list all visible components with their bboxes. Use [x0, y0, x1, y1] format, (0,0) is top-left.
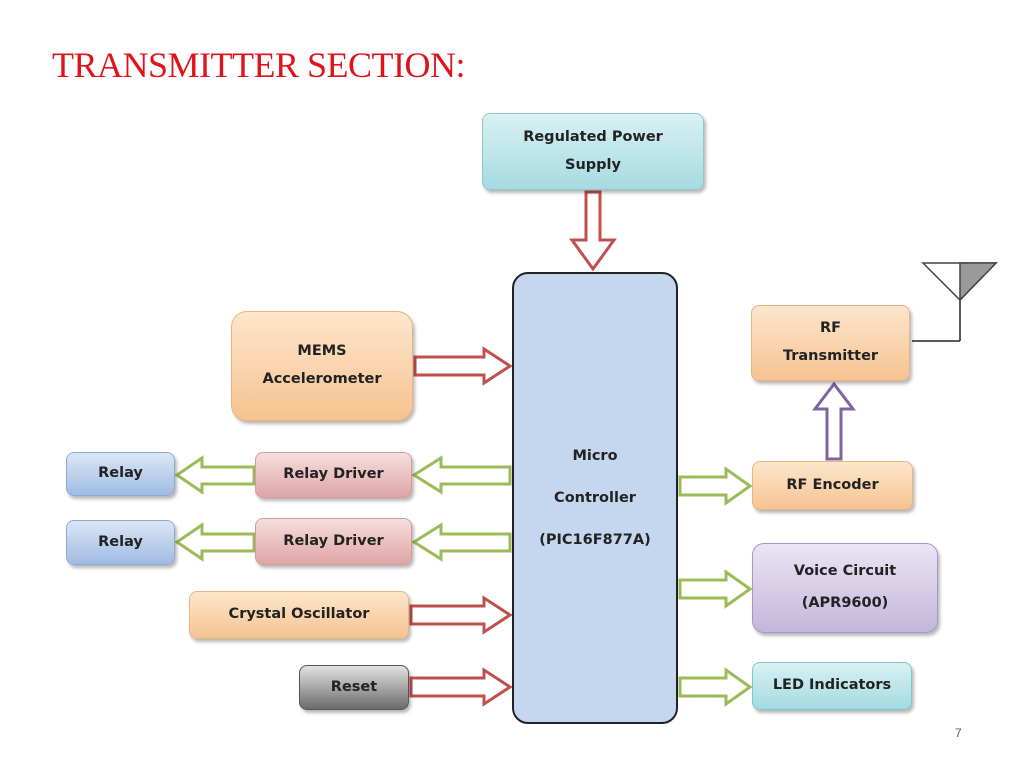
mems-label-line-1: MEMS — [297, 343, 347, 360]
arrow-mcu-to-voice-circuit — [678, 569, 753, 609]
relay-driver-block-1: Relay Driver — [255, 452, 412, 498]
relay-block-1: Relay — [66, 452, 175, 496]
arrow-mcu-to-relay-driver-1 — [411, 455, 512, 495]
reset-block: Reset — [299, 665, 409, 710]
voice-circuit-block: Voice Circuit (APR9600) — [752, 543, 938, 633]
crystal-oscillator-block: Crystal Oscillator — [189, 591, 409, 639]
mems-label-line-2: Accelerometer — [262, 371, 382, 387]
voice-circuit-label-line-1: Voice Circuit — [793, 563, 897, 580]
led-indicators-label: LED Indicators — [772, 677, 892, 694]
power-supply-label-line-2: Supply — [565, 156, 621, 173]
page-number: 7 — [955, 726, 962, 740]
rf-transmitter-block: RF Transmitter — [751, 305, 910, 381]
arrow-mcu-to-rf-encoder — [678, 466, 753, 506]
voice-circuit-label-line-2: (APR9600) — [801, 595, 889, 611]
arrow-relay-driver-2-to-relay-2 — [174, 522, 256, 562]
relay-driver-1-label: Relay Driver — [283, 466, 384, 483]
rf-encoder-block: RF Encoder — [752, 461, 913, 510]
rf-encoder-label: RF Encoder — [786, 476, 879, 493]
reset-label: Reset — [330, 678, 378, 695]
arrow-mems-to-mcu — [413, 346, 513, 386]
arrow-mcu-to-led-indicators — [678, 667, 753, 707]
microcontroller-label-line-2: Controller — [554, 489, 636, 506]
microcontroller-label-line-3: (PIC16F877A) — [539, 532, 651, 549]
slide-title: TRANSMITTER SECTION: — [52, 45, 466, 85]
arrow-reset-to-mcu — [409, 667, 513, 707]
relay-driver-2-label: Relay Driver — [283, 532, 384, 549]
arrow-crystal-to-mcu — [409, 595, 513, 635]
relay-1-label: Relay — [98, 465, 143, 482]
led-indicators-block: LED Indicators — [752, 662, 912, 710]
arrow-mcu-to-relay-driver-2 — [411, 522, 512, 562]
regulated-power-supply-block: Regulated Power Supply — [482, 113, 704, 190]
mems-accelerometer-block: MEMS Accelerometer — [231, 311, 413, 421]
arrow-power-to-mcu — [569, 190, 617, 272]
relay-block-2: Relay — [66, 520, 175, 565]
rf-transmitter-label-line-1: RF — [819, 320, 842, 337]
arrow-relay-driver-1-to-relay-1 — [174, 455, 256, 495]
relay-2-label: Relay — [98, 533, 143, 550]
antenna-icon — [912, 262, 998, 342]
relay-driver-block-2: Relay Driver — [255, 518, 412, 565]
rf-transmitter-label-line-2: Transmitter — [782, 348, 879, 364]
power-supply-label-line-1: Regulated Power — [523, 128, 663, 145]
microcontroller-block: Micro Controller (PIC16F877A) — [512, 272, 678, 724]
microcontroller-label-line-1: Micro — [572, 447, 618, 464]
arrow-rf-encoder-to-rf-transmitter — [811, 381, 857, 461]
crystal-oscillator-label: Crystal Oscillator — [228, 606, 370, 623]
